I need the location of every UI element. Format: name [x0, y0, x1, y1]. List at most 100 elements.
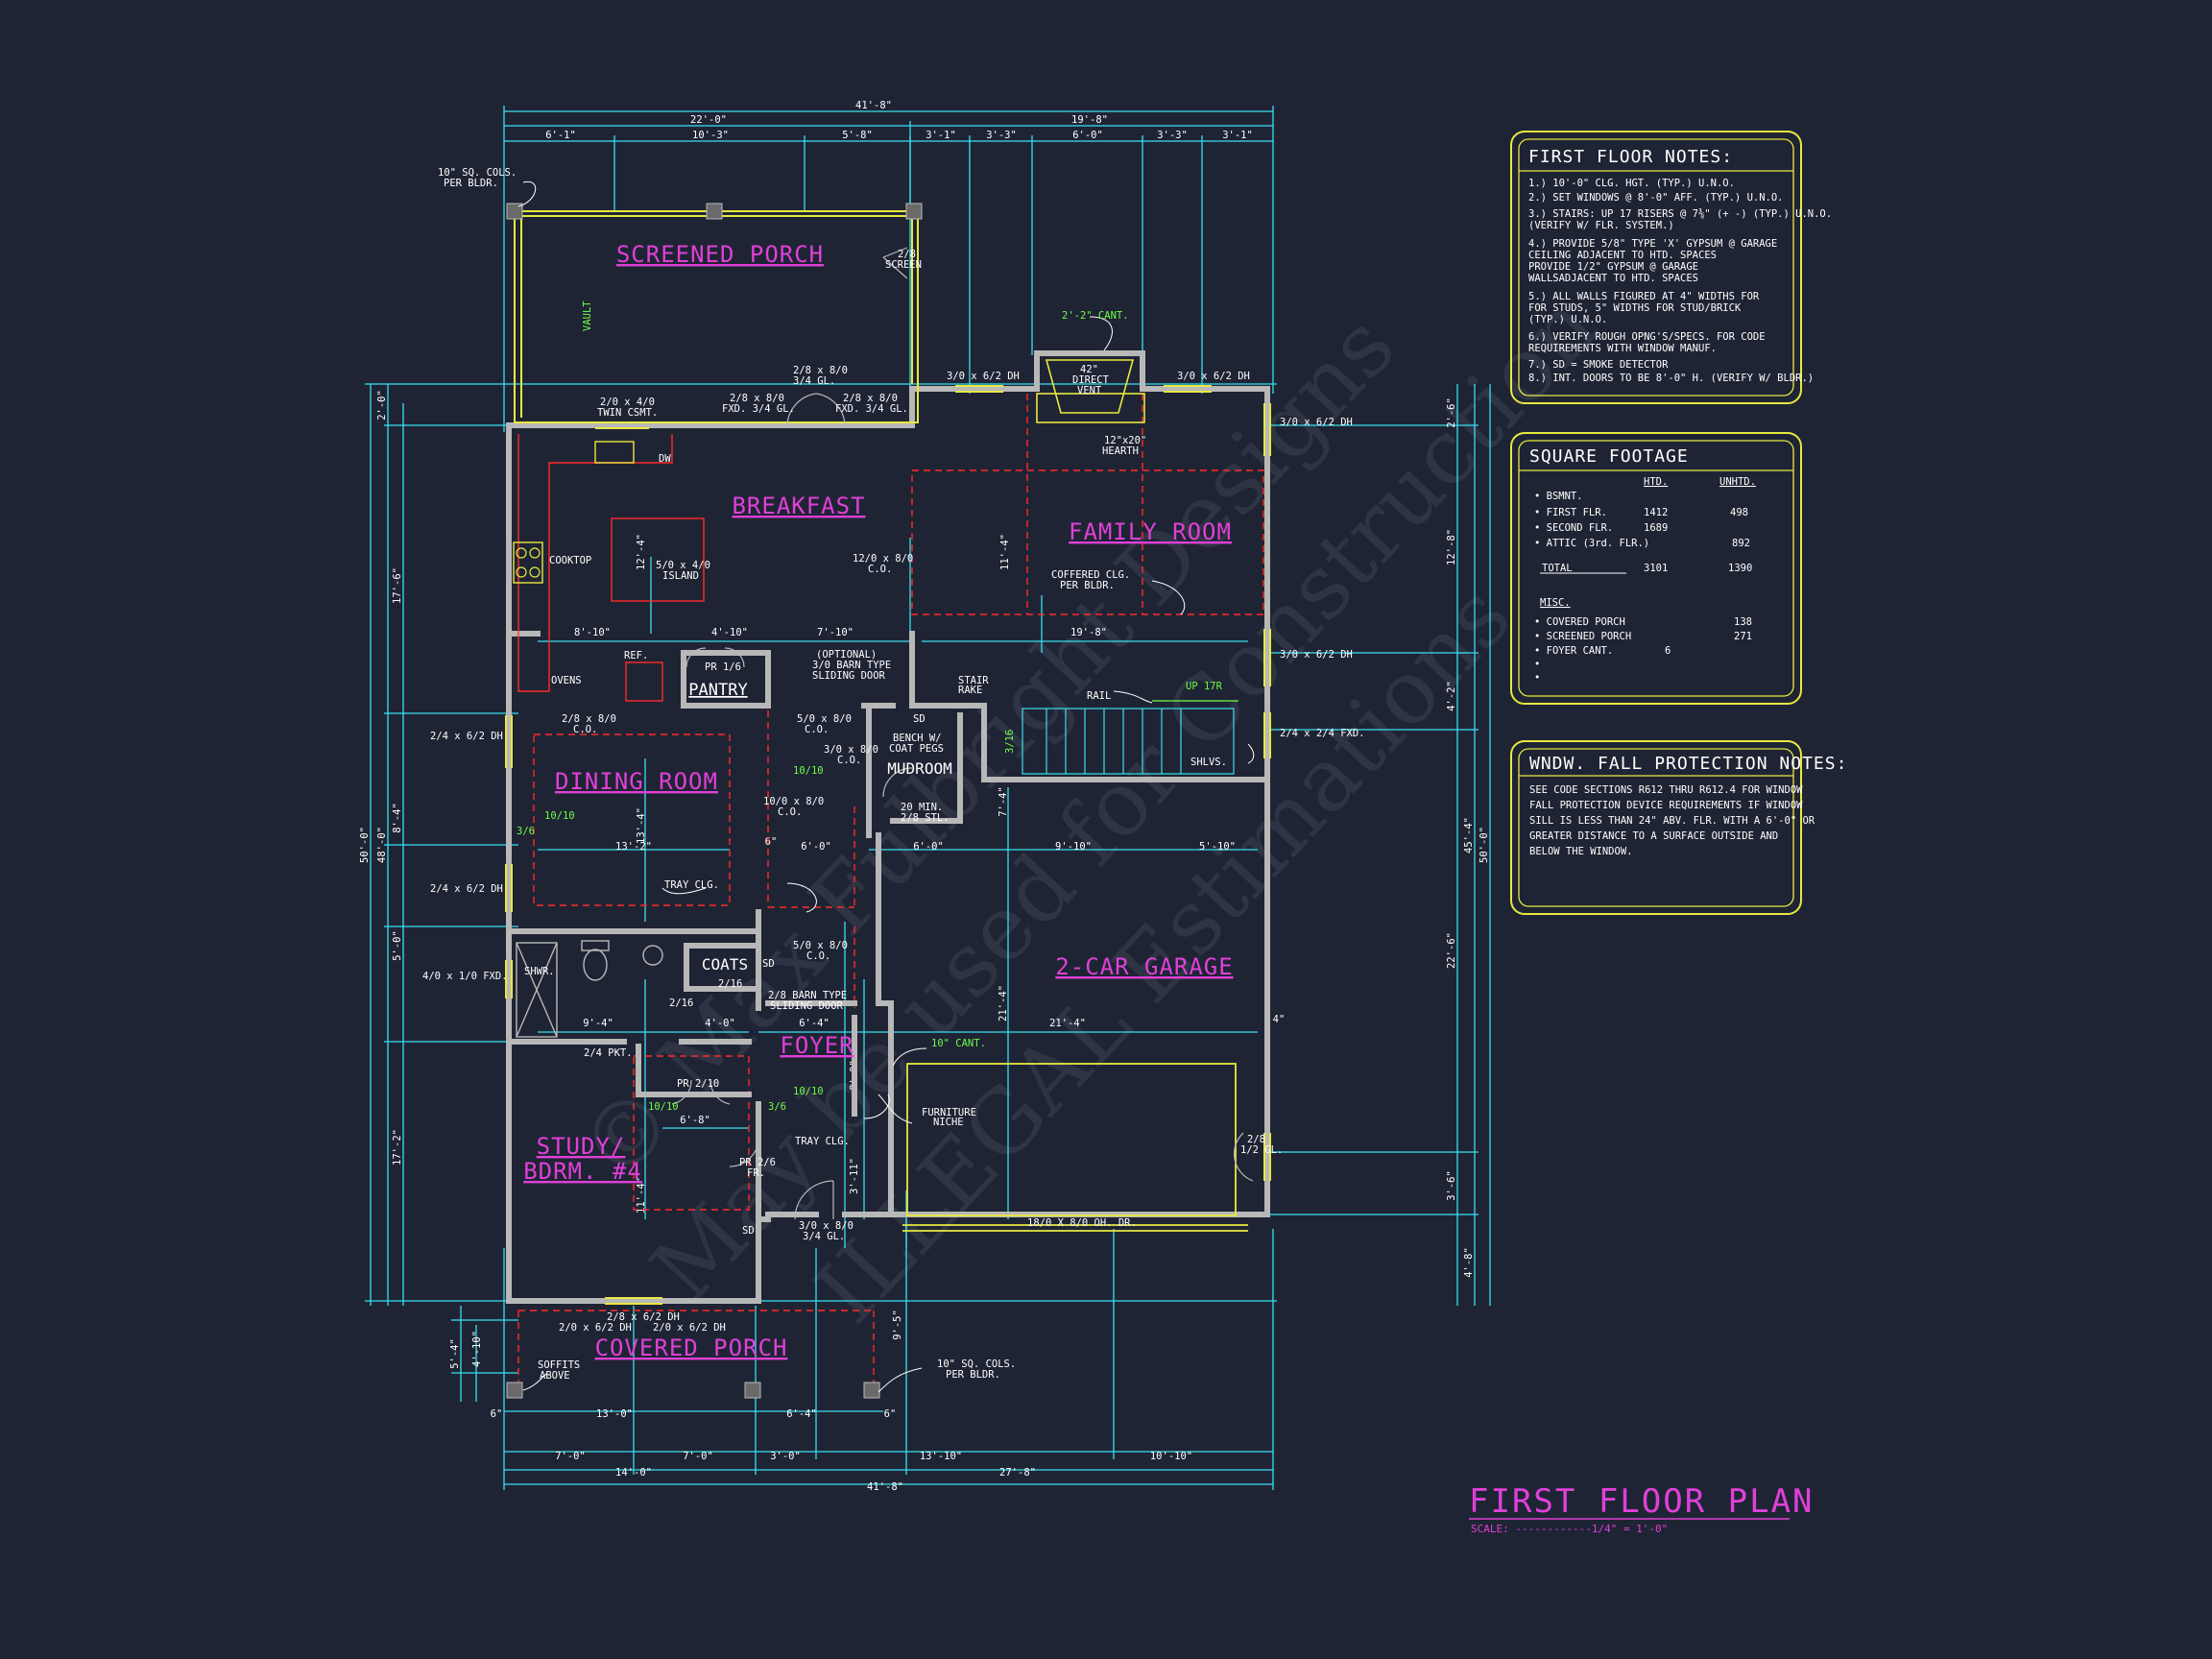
room-garage: 2-CAR GARAGE [1055, 953, 1233, 980]
sf-col-htd: HTD. [1644, 476, 1668, 488]
dim-t2: 10'-3" [692, 130, 729, 141]
dim-l5: 2'-0" [376, 390, 388, 421]
dim-c4: 6" [884, 1408, 897, 1420]
sf-misc-val: 271 [1734, 631, 1752, 642]
note-dh-3062-d: 3/0 x 6/2 DH [1280, 649, 1353, 661]
leader-lines [517, 180, 1255, 1393]
sf-misc-label-row: • [1534, 672, 1540, 684]
fall-note-line: BELOW THE WINDOW. [1529, 846, 1632, 857]
note-sd-3: SD [742, 1225, 755, 1237]
note-dh-3062-b: 3/0 x 6/2 DH [1177, 371, 1250, 382]
dim-r4: 22'-6" [1446, 932, 1457, 969]
note-g1010-c: 10/10 [793, 1086, 824, 1097]
note-cols-bot-2: PER BLDR. [946, 1369, 1000, 1381]
note-door-34-1: 2/8 x 8/0 [793, 365, 848, 376]
dim-i-64: 6'-4" [799, 1018, 830, 1029]
room-coats: COATS [702, 955, 748, 974]
note-co-2080-1: 2/8 x 8/0 [562, 713, 616, 725]
note-dh-3062-a: 3/0 x 6/2 DH [947, 371, 1020, 382]
note-hearth-2: HEARTH [1102, 445, 1139, 457]
dim-l6: 5'-4" [449, 1338, 461, 1369]
note-co-3080-1: 3/0 x 8/0 [824, 744, 878, 756]
dim-i-68: 6'-8" [680, 1115, 710, 1126]
room-screened-porch: SCREENED PORCH [616, 241, 824, 268]
dim-l3: 5'-0" [392, 930, 403, 961]
dim-l4: 17'-2" [392, 1129, 403, 1166]
drawing-title: FIRST FLOOR PLAN [1469, 1482, 1815, 1521]
dim-right-b: 45'-4" [1463, 817, 1475, 854]
sf-row-unhtd: 892 [1732, 538, 1750, 549]
note-twin-csmt-1: 2/0 x 4/0 [600, 397, 655, 408]
ff-note-line: 2.) SET WINDOWS @ 8'-0" AFF. (TYP.) U.N.… [1528, 192, 1784, 204]
dim-i-710: 7'-10" [817, 627, 854, 638]
note-coffered-2: PER BLDR. [1060, 580, 1115, 591]
note-soffits-2: ABOVE [540, 1370, 570, 1382]
dim-v-74: 7'-4" [998, 786, 1009, 817]
sf-misc-label-row: • [1534, 659, 1540, 670]
note-co-1080-2: C.O. [778, 806, 802, 818]
note-door-34-2: 3/4 GL. [793, 375, 835, 387]
ceiling-lines [517, 394, 1264, 1392]
room-pantry: PANTRY [688, 681, 747, 700]
note-gl-12-1: 2/8 [1247, 1134, 1265, 1145]
note-furniture-1: FURNITURE [922, 1107, 976, 1118]
note-vent-3: VENT [1077, 385, 1102, 397]
note-g316-a: 3/6 [517, 826, 535, 837]
dim-i-410: 4'-10" [711, 627, 748, 638]
note-co-2080-2: C.O. [573, 724, 597, 735]
note-g1010-d: 10/10 [648, 1101, 679, 1113]
dim-t5: 3'-3" [986, 130, 1017, 141]
sf-col-unhtd: UNHTD. [1719, 476, 1756, 488]
ff-note-line: 7.) SD = SMOKE DETECTOR [1528, 359, 1669, 371]
kitchen-cabinets [513, 434, 705, 702]
ff-note-line: 1.) 10'-0" CLG. HGT. (TYP.) U.N.O. [1528, 178, 1735, 189]
dim-top-total: 41'-8" [855, 100, 892, 111]
note-ovens: OVENS [551, 675, 582, 686]
note-hearth-1: 12"x20" [1104, 435, 1146, 446]
room-breakfast: BREAKFAST [732, 493, 865, 519]
door-swings [671, 247, 1254, 1220]
sf-row-htd: 1689 [1644, 522, 1668, 534]
dim-bot-total: 41'-8" [867, 1481, 903, 1493]
sf-row-label: • FIRST FLR. [1534, 507, 1607, 518]
garage-features [902, 1063, 1248, 1232]
dim-v-114: 11'-4" [999, 534, 1011, 570]
note-pkt-24: 2/4 PKT. [584, 1047, 633, 1059]
note-shlvs: SHLVS. [1190, 757, 1227, 768]
note-entry-2: 3/4 GL. [803, 1231, 845, 1242]
dim-top-left: 22'-0" [690, 114, 727, 126]
dim-b4: 13'-10" [920, 1451, 962, 1462]
dim-i-604: 6'-0" [913, 841, 944, 853]
square-footage-title: SQUARE FOOTAGE [1529, 446, 1689, 467]
note-min-20-2: 2/8 STL. [901, 812, 950, 824]
note-tray-1: TRAY CLG. [664, 879, 719, 891]
note-d-216-a: 2/16 [718, 978, 742, 990]
ff-note-line: PROVIDE 1/2" GYPSUM @ GARAGE [1528, 261, 1698, 273]
note-fxd-4010: 4/0 x 1/0 FXD. [422, 971, 508, 982]
room-dining-room: DINING ROOM [555, 768, 718, 795]
room-covered-porch: COVERED PORCH [595, 1334, 788, 1361]
ff-note-line: 3.) STAIRS: UP 17 RISERS @ 7⅜" (+ -) (TY… [1528, 208, 1832, 220]
sf-misc-val: 138 [1734, 616, 1752, 628]
sf-total-unhtd: 1390 [1728, 563, 1752, 574]
dim-left-b: 48'-0" [376, 827, 388, 863]
note-co-5080-a1: 5/0 x 8/0 [797, 713, 852, 725]
note-co-1080-1: 10/0 x 8/0 [763, 796, 824, 807]
first-floor-notes-title: FIRST FLOOR NOTES: [1528, 147, 1733, 167]
square-footage-panel: SQUARE FOOTAGE HTD. UNHTD. • BSMNT. • FI… [1510, 432, 1802, 705]
note-twin-csmt-2: TWIN CSMT. [597, 407, 658, 419]
dim-t1: 6'-1" [545, 130, 576, 141]
drawing-title-block: FIRST FLOOR PLAN SCALE: ------------1/4"… [1469, 1482, 1815, 1535]
dim-t8: 3'-1" [1222, 130, 1253, 141]
note-shwr: SHWR. [524, 966, 555, 977]
note-cols-top-2: PER BLDR. [444, 178, 498, 189]
dim-t4: 3'-1" [926, 130, 956, 141]
sf-row-label: • BSMNT. [1534, 491, 1583, 502]
dim-left-total: 50'-0" [359, 827, 371, 863]
sf-row-label: • ATTIC (3rd. FLR.) [1534, 538, 1649, 549]
dim-v-314: 3'-11" [849, 1158, 860, 1194]
cooktop-burners [516, 547, 541, 578]
note-door-fxd-2: FXD. 3/4 GL. [722, 403, 795, 415]
note-sd-2: SD [762, 958, 775, 970]
